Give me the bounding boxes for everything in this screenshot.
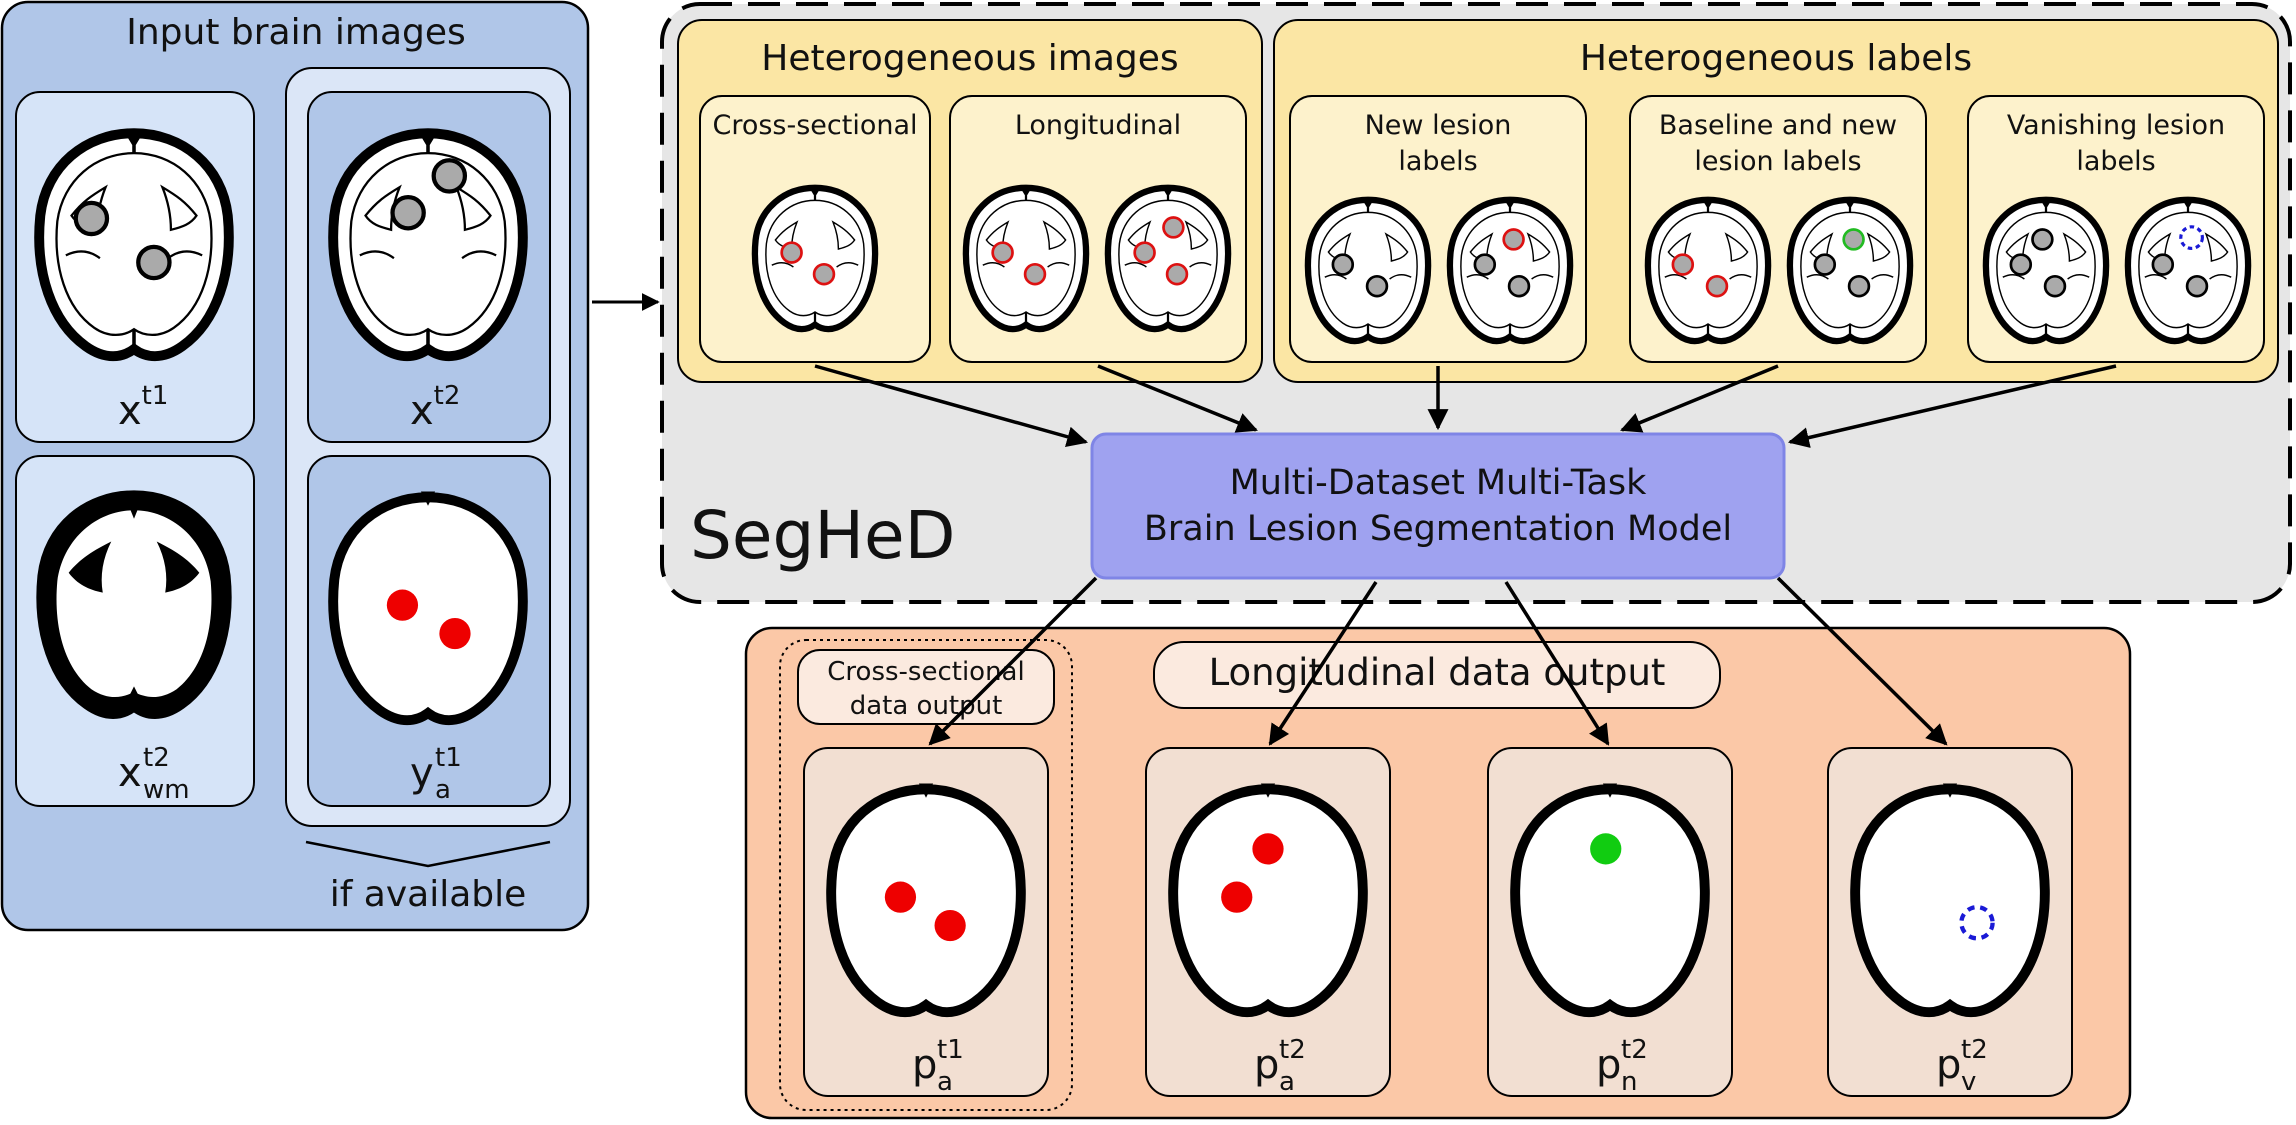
brain-image-xt2	[333, 130, 523, 356]
label-xt1-base: x	[118, 388, 142, 434]
longitudinal-label: Longitudinal	[1015, 110, 1181, 141]
arrow-model-to-pv-t2	[1776, 576, 1948, 746]
brain-output-pa-t2	[1173, 784, 1363, 1013]
brain-output-pv-t2	[1855, 784, 2045, 1013]
label-pn-t2-sup: t2	[1621, 1035, 1648, 1065]
label-pa-t2-sub: a	[1279, 1067, 1295, 1097]
brain-new-lesion-t1	[1308, 198, 1428, 341]
arrow-model-to-pa-t2	[1268, 581, 1378, 746]
brain-baseline-t1	[1648, 198, 1768, 341]
label-pa-t1-base: p	[912, 1042, 937, 1088]
label-pn-t2-sub: n	[1621, 1067, 1637, 1097]
input-panel-title: Input brain images	[126, 12, 466, 53]
cross-sectional-label: Cross-sectional	[712, 110, 917, 141]
label-ya-sub: a	[435, 775, 451, 805]
arrow-model-to-pn-t2	[1504, 581, 1610, 746]
label-pa-t2-base: p	[1254, 1042, 1279, 1088]
brain-longitudinal-t1	[966, 186, 1086, 329]
heterogeneous-labels-title: Heterogeneous labels	[1580, 38, 1972, 79]
cross-sectional-output-line1: Cross-sectional	[827, 657, 1024, 687]
heterogeneous-images-title: Heterogeneous images	[761, 38, 1178, 79]
label-xwm-sup: t2	[143, 743, 170, 773]
brain-output-pn-t2	[1515, 784, 1705, 1013]
label-pa-t1-sup: t1	[937, 1035, 964, 1065]
arrow-baseline-to-model	[1620, 364, 1779, 433]
label-pa-t2-sup: t2	[1279, 1035, 1306, 1065]
if-available-brace	[305, 840, 551, 868]
brain-new-lesion-t2	[1450, 198, 1570, 341]
label-ya-base: y	[410, 750, 434, 796]
brain-image-xwm	[39, 493, 229, 716]
label-ya: y	[410, 750, 434, 796]
model-title-line2: Brain Lesion Segmentation Model	[1144, 509, 1732, 549]
longitudinal-output-title: Longitudinal data output	[1209, 651, 1666, 694]
brain-vanishing-t1	[1986, 198, 2106, 341]
label-xwm: x	[118, 750, 142, 796]
new-lesion-labels-line1: New lesion	[1365, 110, 1512, 141]
new-lesion-labels-line2: labels	[1398, 146, 1477, 177]
vanishing-labels-line2: labels	[2076, 146, 2155, 177]
brain-vanishing-t2	[2128, 198, 2248, 341]
brain-image-xt1	[39, 130, 229, 356]
brain-image-ya	[333, 492, 523, 721]
longitudinal-output-label-box	[1153, 641, 1721, 709]
arrow-model-to-pa-t1	[928, 576, 1098, 746]
label-pv-t2-base: p	[1936, 1042, 1961, 1088]
cross-sectional-output-group	[779, 639, 1073, 1111]
label-xwm-sub: wm	[143, 775, 190, 805]
model-title-line1: Multi-Dataset Multi-Task	[1230, 463, 1648, 503]
brain-baseline-t2	[1790, 198, 1910, 341]
brain-output-pa-t1	[831, 784, 1021, 1013]
label-xt2: xt2	[410, 381, 460, 434]
label-xwm-base: x	[118, 750, 142, 796]
arrow-longitudinal-to-model	[1097, 364, 1258, 433]
baseline-new-labels-line2: lesion labels	[1694, 146, 1861, 177]
label-pv-t2-sup: t2	[1961, 1035, 1988, 1065]
label-ya-sup: t1	[435, 743, 462, 773]
label-pa-t1-sub: a	[937, 1067, 953, 1097]
model-box	[1090, 432, 1786, 580]
brain-cross-sectional	[755, 186, 875, 329]
label-xt2-sup: t2	[434, 381, 461, 411]
label-xt1: xt1	[118, 381, 168, 434]
output-panel	[744, 626, 2132, 1120]
label-pv-t2-sub: v	[1961, 1067, 1976, 1097]
cross-sectional-output-label-box	[797, 649, 1055, 725]
arrow-cross-to-model	[814, 364, 1089, 448]
if-available-note: if available	[330, 874, 527, 915]
brain-longitudinal-t2	[1108, 186, 1228, 329]
vanishing-labels-line1: Vanishing lesion	[2007, 110, 2225, 141]
label-pn-t2-base: p	[1596, 1042, 1621, 1088]
label-xt2-base: x	[410, 388, 434, 434]
arrow-vanishing-to-model	[1787, 364, 2117, 448]
baseline-new-labels-line1: Baseline and new	[1659, 110, 1897, 141]
label-xt1-sup: t1	[142, 381, 169, 411]
seghed-title: SegHeD	[690, 497, 955, 574]
